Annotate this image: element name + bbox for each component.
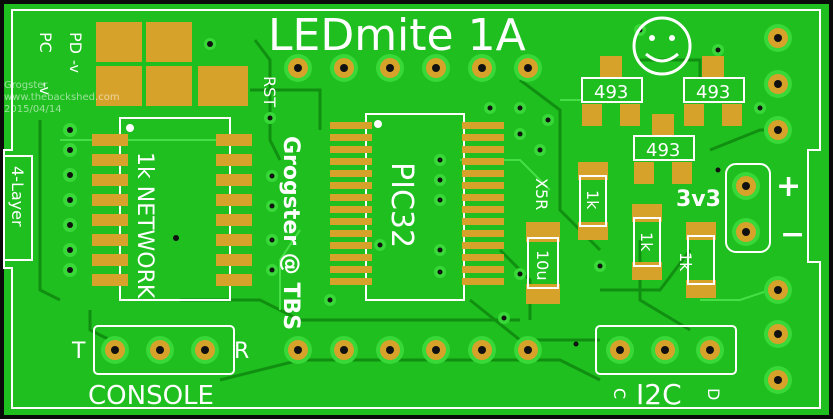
power-pads	[96, 22, 248, 106]
console-label: CONSOLE	[88, 381, 214, 411]
mcu-label: PIC32	[384, 162, 419, 248]
ic1-label: 493	[594, 82, 628, 103]
x5r-label: X5R	[532, 178, 551, 210]
voltage-label: 3v3	[676, 187, 721, 212]
resistor-3	[686, 222, 716, 298]
network-label: 1k NETWORK	[132, 152, 157, 299]
arrow-pc: -v	[36, 82, 52, 95]
regulator-493-2	[683, 56, 745, 126]
rst-label: RST	[260, 76, 279, 107]
author-label: Grogster @ TBS	[278, 136, 303, 330]
right-header	[764, 24, 792, 394]
i2c-c-label: C	[610, 388, 629, 399]
cap-label: 10u	[533, 250, 552, 281]
arrow-pd: -v	[66, 60, 82, 73]
left-edge-vias	[63, 38, 216, 277]
resistor-2	[632, 204, 662, 280]
console-header	[93, 325, 235, 375]
i2c-header	[595, 325, 737, 375]
i2c-d-label: D	[704, 388, 723, 400]
network-chip	[92, 117, 252, 301]
label-pc: PC	[36, 32, 55, 53]
watermark-date: 2015/04/14	[4, 104, 62, 115]
ic3-label: 493	[646, 140, 680, 161]
bottom-header	[284, 336, 542, 364]
smiley-icon	[632, 16, 692, 76]
res1-label: 1k	[583, 190, 602, 210]
label-pd: PD	[66, 32, 85, 54]
pic32-chip	[330, 113, 504, 301]
watermark-name: Grogster	[4, 80, 48, 91]
power-header	[725, 163, 771, 253]
console-t-label: T	[71, 339, 86, 364]
regulator-493-1	[581, 56, 643, 126]
top-header	[284, 54, 542, 82]
res3-label: 1k	[676, 252, 695, 272]
minus-label: −	[780, 217, 805, 252]
console-r-label: R	[234, 339, 249, 364]
regulator-493-3	[633, 114, 695, 184]
board-title: LEDmite 1A	[268, 10, 526, 61]
watermark-site: www.thebackshed.com	[4, 92, 120, 103]
i2c-label: I2C	[636, 378, 682, 411]
ic2-label: 493	[696, 82, 730, 103]
vias	[264, 24, 766, 324]
side-label-4-layer: 4-Layer	[8, 166, 27, 227]
plus-label: +	[776, 169, 801, 204]
res2-label: 1k	[637, 232, 656, 252]
capacitor-10u	[526, 222, 560, 304]
resistor-1	[578, 162, 608, 240]
